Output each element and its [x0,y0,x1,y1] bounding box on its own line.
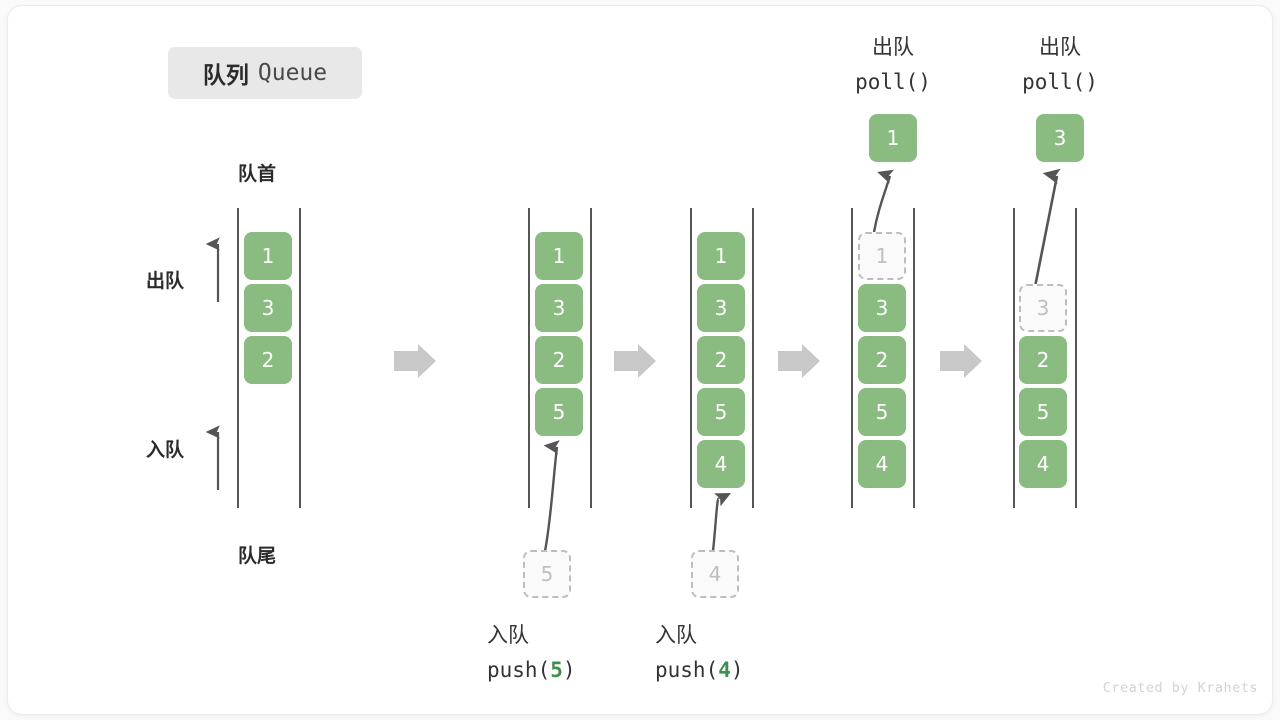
queue-tail-label: 队尾 [238,545,277,567]
watermark: Created by Krahets [1102,680,1258,696]
poll-arrow-2 [1032,168,1061,293]
queue-rail-right-col2 [590,208,592,508]
queue-rail-left-col3 [690,208,692,508]
queue-cell: 2 [858,336,906,384]
queue-head-label: 队首 [238,163,277,185]
dequeue-direction-label: 出队 [146,270,185,292]
poll-caption-1-cn: 出队 [872,35,914,59]
queue-cell: 5 [858,388,906,436]
queue-rail-left-col1 [237,208,239,508]
queue-cell: 3 [858,284,906,332]
push-caption-2-cn: 入队 [655,623,697,647]
push-caption-1-code: push(5) [487,653,637,688]
push-caption-2-prefix: push( [655,658,719,682]
step-arrow-1 [394,344,436,378]
push-caption-1-suffix: ) [562,658,576,682]
push-caption-2-code: push(4) [655,653,805,688]
incoming-ghost-cell: 4 [691,550,739,598]
step-arrow-4 [940,344,982,378]
push-arrow-1 [543,440,560,552]
queue-cell: 4 [858,440,906,488]
queue-cell: 3 [535,284,583,332]
poll-caption-2-cn: 出队 [1039,35,1081,59]
polled-result-cell: 1 [869,114,917,162]
title-en: Queue [257,60,328,86]
queue-cell: 1 [697,232,745,280]
push-arrow-2 [711,492,732,552]
push-caption-1-cn: 入队 [487,623,529,647]
poll-caption-1: 出队 poll() [833,30,953,100]
poll-arrow-1 [872,169,894,233]
queue-cell: 4 [697,440,745,488]
queue-rail-right-col3 [752,208,754,508]
queue-cell: 4 [1019,440,1067,488]
queue-cell: 2 [244,336,292,384]
title-cn: 队列 [202,63,249,89]
queue-cell: 1 [244,232,292,280]
poll-caption-2-code: poll() [1022,70,1098,94]
push-caption-1-prefix: push( [487,658,551,682]
step-arrow-3 [778,344,820,378]
queue-cell: 2 [697,336,745,384]
enqueue-direction-label: 入队 [146,439,185,461]
removed-ghost-cell: 1 [858,232,906,280]
queue-cell: 2 [1019,336,1067,384]
queue-rail-left-col2 [528,208,530,508]
push-caption-1: 入队 push(5) [487,618,637,688]
title-badge: 队列 Queue [168,47,362,99]
incoming-ghost-cell: 5 [523,550,571,598]
polled-result-cell: 3 [1036,114,1084,162]
queue-cell: 2 [535,336,583,384]
queue-cell: 1 [535,232,583,280]
push-caption-2-suffix: ) [730,658,744,682]
removed-ghost-cell: 3 [1019,284,1067,332]
queue-rail-right-col4 [913,208,915,508]
push-caption-2-value: 4 [718,658,731,682]
poll-caption-2: 出队 poll() [1000,30,1120,100]
queue-cell: 3 [244,284,292,332]
queue-rail-left-col5 [1013,208,1015,508]
queue-rail-left-col4 [851,208,853,508]
queue-cell: 5 [1019,388,1067,436]
push-caption-1-value: 5 [550,658,563,682]
queue-rail-right-col5 [1075,208,1077,508]
queue-cell: 3 [697,284,745,332]
poll-caption-1-code: poll() [855,70,931,94]
push-caption-2: 入队 push(4) [655,618,805,688]
queue-cell: 5 [535,388,583,436]
queue-cell: 5 [697,388,745,436]
queue-rail-right-col1 [299,208,301,508]
step-arrow-2 [614,344,656,378]
